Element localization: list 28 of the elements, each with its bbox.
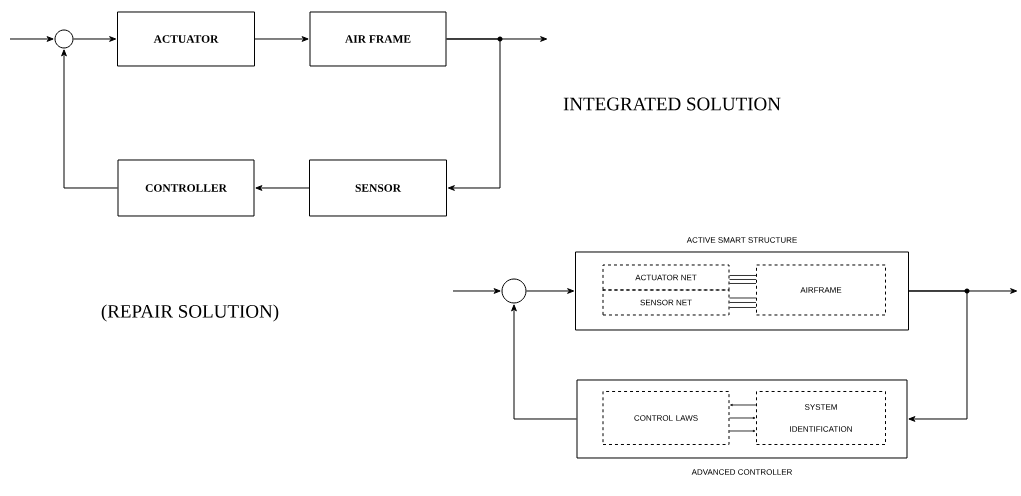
- arrow: [729, 429, 756, 433]
- dashed-box: ACTUATOR NET: [602, 264, 730, 291]
- arrow: [254, 36, 309, 42]
- arrow: [61, 49, 118, 189]
- arrow: [526, 288, 575, 294]
- box-heading: ACTIVE SMART STRUCTURE: [686, 237, 797, 243]
- diagram-caption: INTEGRATED SOLUTION: [563, 97, 781, 111]
- summing-junction: [54, 29, 74, 49]
- diagram-caption: (REPAIR SOLUTION): [101, 304, 279, 322]
- process-box: AIR FRAME: [309, 11, 447, 67]
- arrow: [908, 290, 968, 422]
- dashed-box: AIRFRAME: [756, 264, 886, 316]
- process-box: ACTUATOR: [117, 11, 255, 67]
- arrow: [255, 185, 310, 191]
- box-heading: ADVANCED CONTROLLER: [691, 469, 792, 475]
- arrow: [73, 36, 117, 42]
- summing-junction: [501, 278, 527, 304]
- arrow: [511, 304, 577, 420]
- dashed-box: SYSTEM IDENTIFICATION: [756, 391, 886, 445]
- dashed-box: SENSOR NET: [602, 289, 730, 316]
- arrow: [446, 38, 501, 191]
- arrow: [730, 403, 757, 407]
- process-box: SENSOR: [309, 159, 447, 217]
- arrow: [9, 36, 54, 42]
- process-box: CONTROLLER: [117, 159, 255, 217]
- dashed-box: CONTROL LAWS: [602, 391, 730, 445]
- arrow: [729, 416, 756, 420]
- arrow: [452, 288, 501, 294]
